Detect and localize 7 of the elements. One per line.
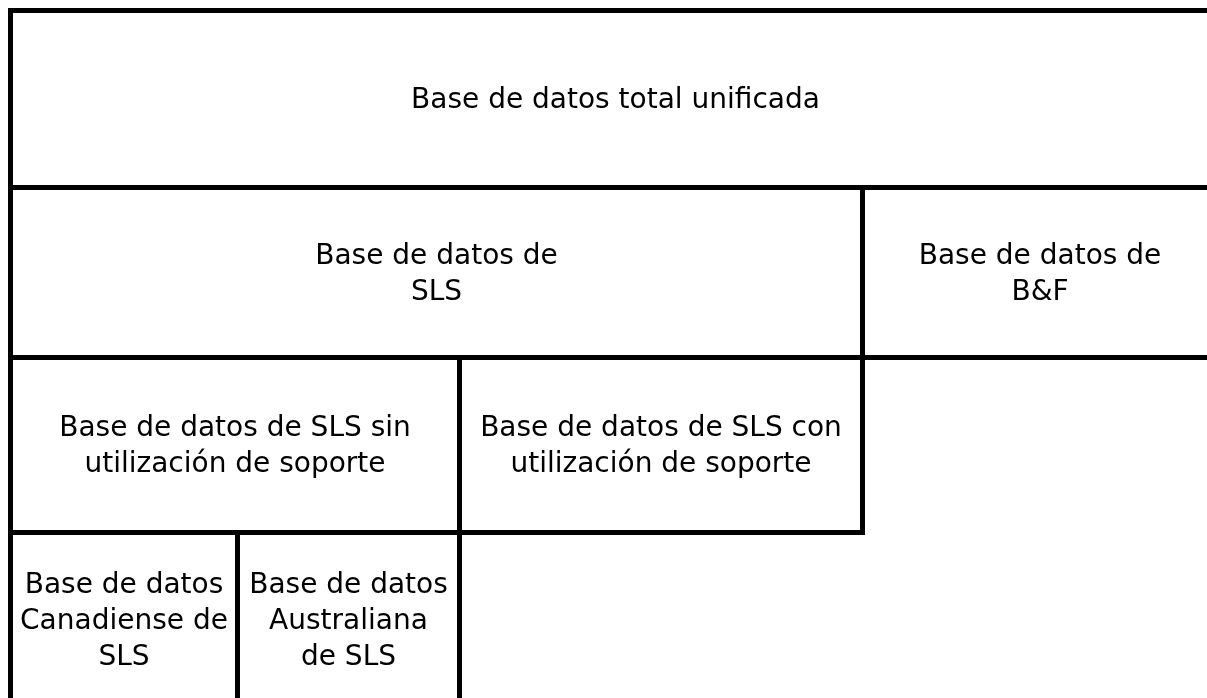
box-label: Base de datos de B&F <box>917 236 1163 309</box>
box-label: Base de datos Canadiense de SLS <box>19 566 229 674</box>
box-label: Base de datos de SLS <box>314 236 559 309</box>
box-label: Base de datos Australiana de SLS <box>248 566 449 674</box>
box-label: Base de datos de SLS con utilización de soporte <box>479 409 843 481</box>
box-label: Base de datos de SLS sin utilización de soporte <box>58 409 412 481</box>
box-label: Base de datos total unificada <box>411 81 820 117</box>
